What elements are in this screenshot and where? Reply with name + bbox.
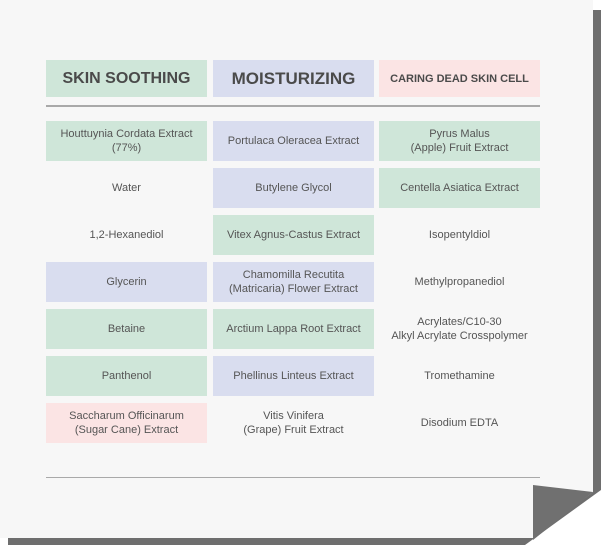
header-moisturizing: MOISTURIZING bbox=[213, 60, 374, 97]
ingredient-cell: Arctium Lappa Root Extract bbox=[213, 309, 374, 349]
ingredient-cell: Portulaca Oleracea Extract bbox=[213, 121, 374, 161]
ingredient-cell: Chamomilla Recutita (Matricaria) Flower … bbox=[213, 262, 374, 302]
page-curl-fold bbox=[533, 485, 593, 540]
bottom-divider bbox=[46, 477, 540, 478]
ingredient-cell: 1,2-Hexanediol bbox=[89, 229, 164, 241]
ingredient-cell: Panthenol bbox=[46, 356, 207, 396]
ingredient-cell: Saccharum Officinarum (Sugar Cane) Extra… bbox=[46, 403, 207, 443]
header-divider bbox=[46, 105, 540, 107]
ingredient-cell: Phellinus Linteus Extract bbox=[213, 356, 374, 396]
ingredient-cell: Tromethamine bbox=[424, 370, 495, 382]
ingredient-cell: Houttuynia Cordata Extract (77%) bbox=[46, 121, 207, 161]
ingredient-cell: Water bbox=[112, 182, 141, 194]
header-caring-dead-skin-cell: CARING DEAD SKIN CELL bbox=[379, 60, 540, 97]
ingredient-cell: Betaine bbox=[46, 309, 207, 349]
ingredient-cell: Glycerin bbox=[46, 262, 207, 302]
ingredient-cell: Acrylates/C10-30 Alkyl Acrylate Crosspol… bbox=[391, 316, 528, 342]
ingredient-cell: Isopentyldiol bbox=[428, 229, 491, 241]
ingredient-cell: Vitex Agnus-Castus Extract bbox=[213, 215, 374, 255]
ingredient-cell: Butylene Glycol bbox=[213, 168, 374, 208]
ingredient-cell: Methylpropanediol bbox=[414, 276, 505, 288]
ingredient-cell: Pyrus Malus (Apple) Fruit Extract bbox=[379, 121, 540, 161]
ingredient-cell: Disodium EDTA bbox=[420, 417, 499, 429]
ingredient-cell: Centella Asiatica Extract bbox=[379, 168, 540, 208]
ingredient-cell: Vitis Vinifera (Grape) Fruit Extract bbox=[243, 410, 344, 436]
header-skin-soothing: SKIN SOOTHING bbox=[46, 60, 207, 97]
